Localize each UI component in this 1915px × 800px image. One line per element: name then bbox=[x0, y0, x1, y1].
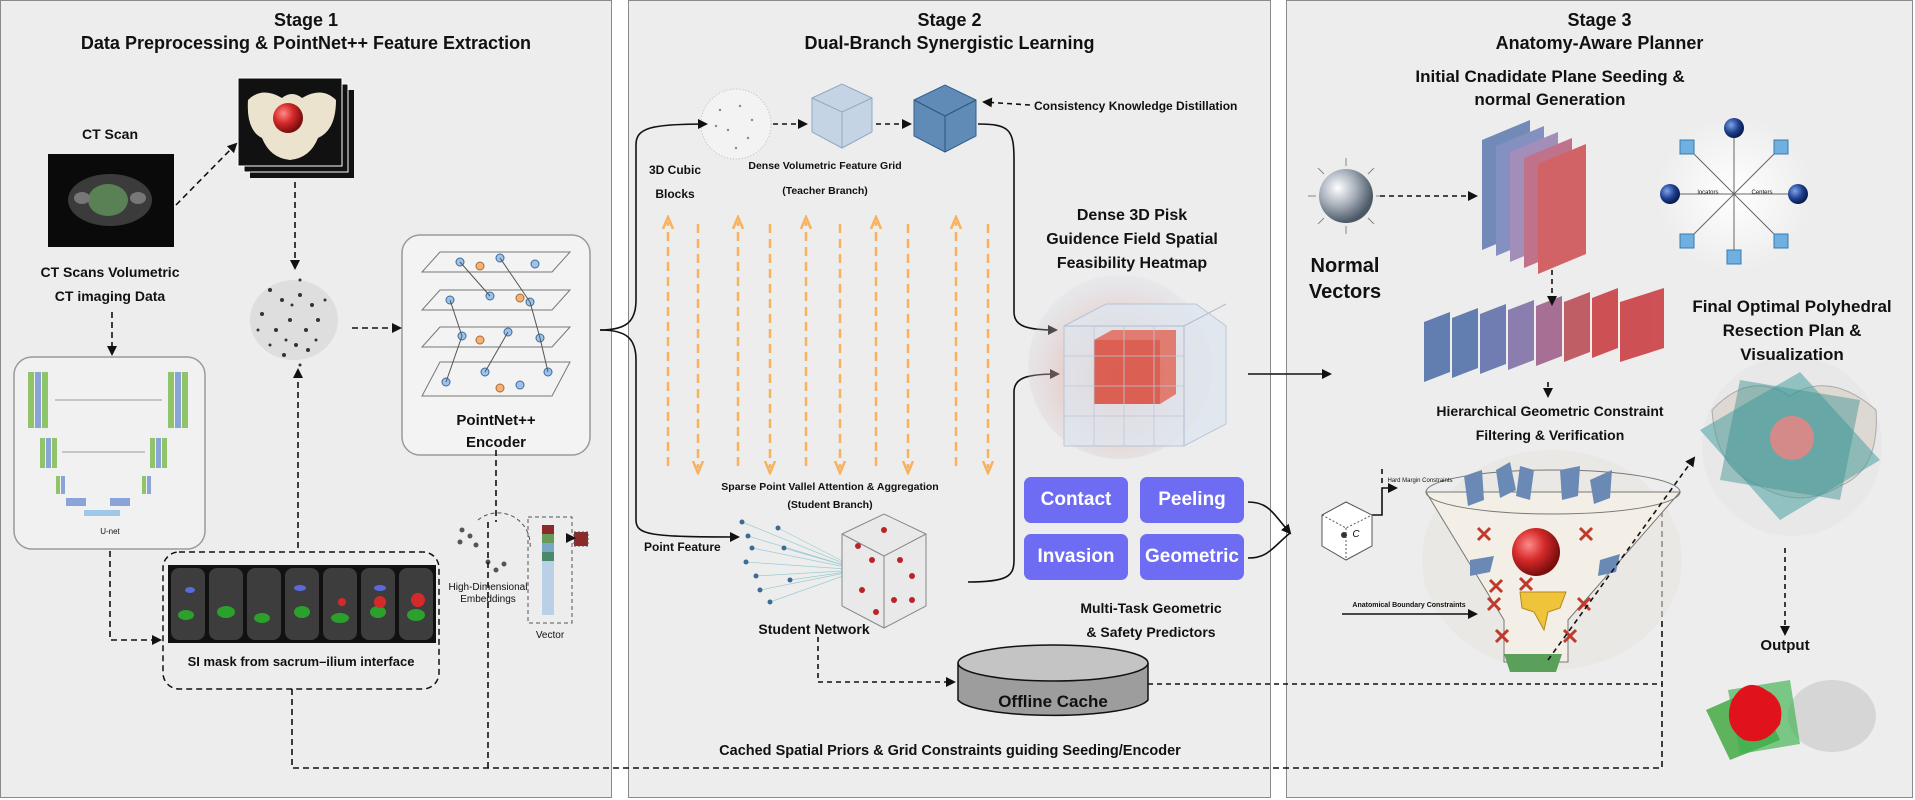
ct-scan-label: CT Scan bbox=[81, 126, 138, 142]
normal-vectors-label-2: Vectors bbox=[1308, 281, 1382, 303]
final-plan-label-1: Final Optimal Polyhedral bbox=[1692, 297, 1892, 316]
seed-planes-stack bbox=[1482, 120, 1586, 274]
teacher-grid-image bbox=[913, 84, 977, 153]
stage1-title: Data Preprocessing & PointNet++ Feature … bbox=[80, 33, 532, 53]
heatmap-title-1: Dense 3D Pisk bbox=[1076, 207, 1188, 224]
cubic-blocks-image bbox=[700, 88, 772, 160]
hierarchical-label-1: Hierarchical Geometric Constraint bbox=[1436, 403, 1664, 419]
pelvis-stack-image bbox=[237, 77, 354, 178]
encoder-label-2: Encoder bbox=[465, 434, 526, 451]
unet-label: U-net bbox=[100, 527, 120, 536]
hierarchical-label-2: Filtering & Verification bbox=[1475, 427, 1625, 443]
distillation-arrows bbox=[668, 222, 988, 468]
risk-heatmap-cube bbox=[1028, 275, 1227, 459]
multitask-label-2: & Safety Predictors bbox=[1086, 624, 1216, 640]
final-plan-label-3: Visualization bbox=[1740, 345, 1844, 364]
offline-cache-cylinder bbox=[957, 644, 1149, 717]
cubic-blocks-label-1: 3D Cubic bbox=[648, 163, 701, 177]
unet-diagram bbox=[28, 372, 188, 516]
ct-caption-2: CT imaging Data bbox=[54, 288, 166, 304]
feature-grid-label-2: (Teacher Branch) bbox=[782, 185, 868, 197]
cubic-blocks-label-2: Blocks bbox=[655, 187, 695, 201]
student-network-image bbox=[739, 513, 927, 629]
boundary-constraints-label: Anatomical Boundary Constraints bbox=[1352, 602, 1466, 609]
hard-margin-label: Hard Margin Constraints bbox=[1387, 478, 1453, 484]
output-label: Output bbox=[1760, 637, 1810, 654]
embedding-cluster bbox=[457, 512, 531, 573]
student-network-label: Student Network bbox=[758, 621, 870, 637]
c-constraint-label: C bbox=[1352, 529, 1360, 540]
invasion-predictor-button[interactable]: Invasion bbox=[1024, 534, 1128, 580]
sparse-attention-label-2: (Student Branch) bbox=[787, 499, 873, 511]
feature-grid-label-1: Dense Volumetric Feature Grid bbox=[748, 160, 902, 172]
multitask-label-1: Multi-Task Geometric bbox=[1080, 600, 1222, 616]
final-plan-label-2: Resection Plan & bbox=[1722, 321, 1862, 340]
heatmap-title-2: Guidence Field Spatial bbox=[1046, 231, 1218, 248]
ct-caption-1: CT Scans Volumetric bbox=[40, 264, 180, 280]
stage2-title: Dual-Branch Synergistic Learning bbox=[804, 33, 1095, 53]
vector-label: Vector bbox=[535, 630, 565, 641]
distillation-label: Consistency Knowledge Distillation bbox=[1034, 99, 1238, 113]
normal-sphere bbox=[1308, 158, 1384, 234]
heatmap-title-3: Feasibility Heatmap bbox=[1056, 255, 1208, 272]
contact-predictor-button[interactable]: Contact bbox=[1024, 477, 1128, 523]
embeddings-label-1: High-Dimensional bbox=[448, 582, 528, 593]
mask-box bbox=[162, 551, 440, 690]
sparse-attention-label-1: Sparse Point Vallel Attention & Aggregat… bbox=[721, 481, 939, 493]
stage3-label: Stage 3 bbox=[1567, 10, 1632, 30]
unet-box bbox=[13, 356, 206, 550]
stage1-label: Stage 1 bbox=[273, 10, 339, 30]
mask-slices-image bbox=[168, 565, 436, 643]
centers-label: Centers bbox=[1751, 190, 1773, 196]
final-plan-image bbox=[1700, 356, 1882, 536]
seeding-label-1: Initial Cnadidate Plane Seeding & bbox=[1415, 67, 1685, 86]
feature-grid-image bbox=[811, 83, 873, 149]
geometric-predictor-button[interactable]: Geometric bbox=[1140, 534, 1244, 580]
vector-column bbox=[527, 516, 589, 624]
filtering-funnel bbox=[1422, 450, 1682, 672]
stage2-label: Stage 2 bbox=[917, 10, 982, 30]
embeddings-label-2: Embeddings bbox=[460, 594, 516, 605]
constraint-cube bbox=[1321, 501, 1373, 561]
point-cloud-image bbox=[250, 278, 338, 367]
peeling-predictor-button[interactable]: Peeling bbox=[1140, 477, 1244, 523]
offline-cache-label: Offline Cache bbox=[998, 692, 1108, 711]
seeding-label-2: normal Generation bbox=[1474, 90, 1626, 109]
locators-label: locators bbox=[1697, 190, 1719, 196]
mask-caption: SI mask from sacrum–ilium interface bbox=[187, 654, 415, 669]
filtered-planes-row bbox=[1424, 288, 1664, 382]
locators-centers-diagram bbox=[1656, 116, 1812, 272]
stage3-title: Anatomy-Aware Planner bbox=[1495, 33, 1704, 53]
output-image bbox=[1706, 680, 1876, 760]
cached-priors-label: Cached Spatial Priors & Grid Constraints… bbox=[719, 743, 1181, 759]
normal-vectors-label-1: Normal bbox=[1310, 255, 1380, 277]
ct-scan-image bbox=[48, 154, 174, 247]
point-feature-label: Point Feature bbox=[644, 540, 721, 554]
pointnet-layers bbox=[420, 251, 572, 397]
encoder-label-1: PointNet++ bbox=[456, 412, 536, 429]
